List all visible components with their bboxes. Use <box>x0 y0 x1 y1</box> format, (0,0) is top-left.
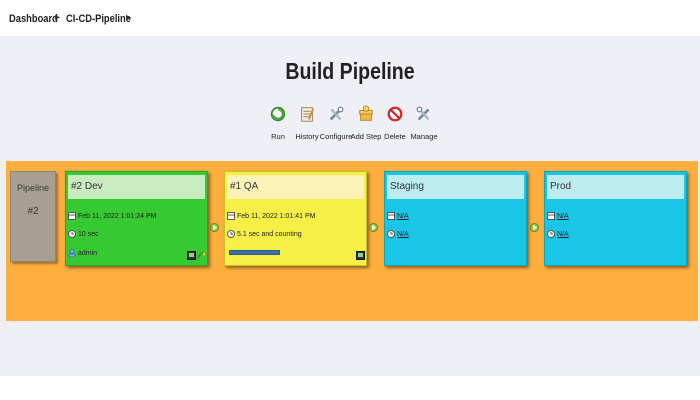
calendar-icon <box>547 212 555 220</box>
pipeline-header[interactable]: Pipeline #2 <box>10 171 56 262</box>
calendar-icon <box>227 212 235 220</box>
console-icon[interactable] <box>187 251 196 260</box>
delete-label: Delete <box>384 132 406 141</box>
stage-staging-title[interactable]: Staging <box>387 175 524 199</box>
clock-icon <box>387 230 395 238</box>
stage-prod-title[interactable]: Prod <box>547 175 684 199</box>
arrow-right-icon <box>530 223 539 232</box>
add-step-button[interactable]: Add Step <box>348 104 384 141</box>
stage-staging-date: N/A <box>387 212 409 220</box>
page-title: Build Pipeline <box>285 58 415 84</box>
clock-icon <box>68 230 76 238</box>
pipeline-label: Pipeline <box>16 183 50 193</box>
manage-button[interactable]: Manage <box>406 104 442 141</box>
stage-prod[interactable]: Prod N/A N/A <box>544 171 687 266</box>
configure-label: Configure <box>319 132 353 141</box>
pipeline-number: #2 <box>27 206 39 217</box>
add-step-icon <box>359 105 373 121</box>
run-button[interactable]: Run <box>260 104 296 141</box>
breadcrumb: Dashboard ▸ CI-CD-Pipeline ▸ <box>0 0 700 37</box>
stage-dev-date: Feb 11, 2022 1:01:24 PM <box>68 212 156 220</box>
history-button[interactable]: History <box>289 104 325 141</box>
stage-prod-date: N/A <box>547 212 569 220</box>
add-step-label: Add Step <box>350 132 382 141</box>
stage-staging-duration: N/A <box>387 230 409 238</box>
calendar-icon <box>387 212 395 220</box>
stage-qa[interactable]: #1 QA Feb 11, 2022 1:01:41 PM 5.1 sec an… <box>224 171 367 266</box>
stage-prod-duration: N/A <box>547 230 569 238</box>
user-icon <box>68 249 76 257</box>
arrow-right-icon <box>369 223 378 232</box>
stage-dev-duration: 10 sec <box>68 230 99 238</box>
history-label: History <box>295 132 319 141</box>
manage-label: Manage <box>410 132 438 141</box>
run-label: Run <box>271 132 285 141</box>
clock-icon <box>547 230 555 238</box>
run-icon <box>270 106 286 122</box>
configure-button[interactable]: Configure <box>318 104 354 141</box>
console-icon[interactable] <box>356 251 365 260</box>
delete-icon <box>387 106 403 122</box>
rerun-icon[interactable] <box>197 251 206 260</box>
stage-dev-title[interactable]: #2 Dev <box>68 175 205 199</box>
stage-staging[interactable]: Staging N/A N/A <box>384 171 527 266</box>
chevron-right-icon[interactable]: ▸ <box>126 12 132 23</box>
stage-dev[interactable]: #2 Dev Feb 11, 2022 1:01:24 PM 10 sec ad… <box>65 171 208 266</box>
clock-icon <box>227 230 235 238</box>
history-icon <box>301 107 315 122</box>
delete-button[interactable]: Delete <box>377 104 413 141</box>
arrow-right-icon <box>210 223 219 232</box>
stage-qa-duration: 5.1 sec and counting <box>227 230 302 238</box>
stage-qa-date: Feb 11, 2022 1:01:41 PM <box>227 212 315 220</box>
breadcrumb-dashboard[interactable]: Dashboard <box>9 13 58 25</box>
calendar-icon <box>68 212 76 220</box>
manage-icon <box>416 106 430 121</box>
breadcrumb-pipeline[interactable]: CI-CD-Pipeline <box>66 13 131 25</box>
configure-icon <box>329 106 344 121</box>
progress-bar <box>229 250 280 255</box>
stage-dev-user: admin <box>68 249 97 257</box>
stage-qa-title[interactable]: #1 QA <box>227 175 364 199</box>
chevron-right-icon[interactable]: ▸ <box>55 12 61 23</box>
